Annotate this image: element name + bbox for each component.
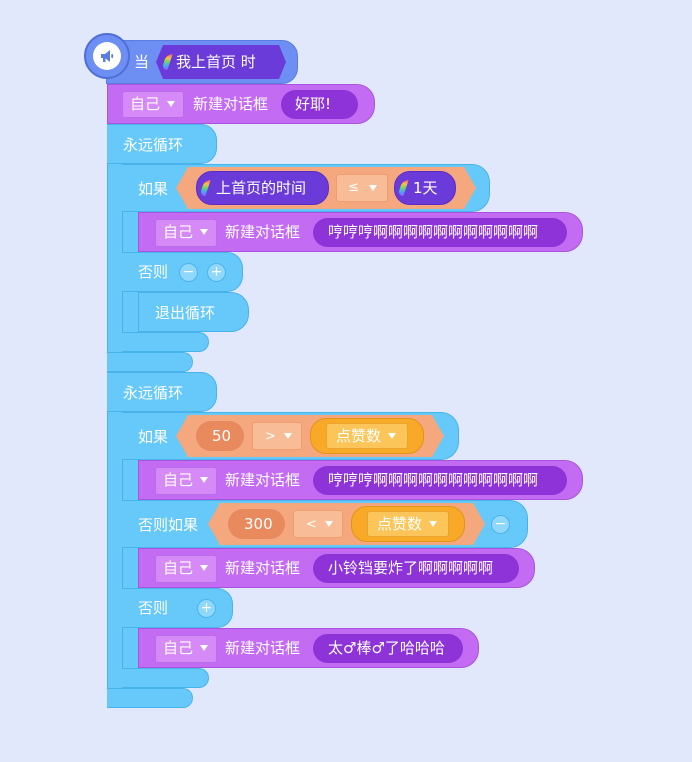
remove-branch-button[interactable]: −: [179, 263, 198, 282]
target-dropdown-label: 自己: [130, 95, 161, 113]
else-if-label: 否则如果: [138, 516, 199, 534]
chevron-down-icon: [200, 229, 208, 235]
number-input[interactable]: [228, 509, 285, 539]
break-loop-block[interactable]: [138, 292, 249, 332]
if-elseif-bottom: [122, 668, 209, 688]
forever-loop-label: 永远循环: [123, 384, 184, 402]
megaphone-icon: [101, 50, 114, 62]
else-label: 否则: [138, 599, 169, 617]
number-input[interactable]: [196, 421, 244, 451]
variable-name: 上首页的时间: [216, 179, 307, 197]
if-else-bottom: [122, 332, 209, 352]
forever-loop-block[interactable]: [107, 124, 217, 164]
variable-reporter[interactable]: [196, 171, 329, 205]
forever-loop-bottom: [107, 688, 193, 708]
forever-loop-spine: [107, 124, 124, 374]
say-text-field[interactable]: [313, 554, 519, 583]
chevron-down-icon: [429, 521, 437, 527]
chevron-down-icon: [200, 645, 208, 651]
say-text-value: 哼哼哼啊啊啊啊啊啊啊啊啊啊啊: [328, 471, 539, 489]
likes-dropdown[interactable]: [367, 511, 449, 537]
add-branch-button[interactable]: +: [197, 599, 216, 618]
chevron-down-icon: [388, 433, 396, 439]
chevron-down-icon: [369, 185, 377, 191]
target-dropdown-label: 自己: [163, 223, 194, 241]
chevron-down-icon: [200, 565, 208, 571]
add-branch-button[interactable]: +: [207, 263, 226, 282]
say-text-value: 好耶!: [295, 95, 332, 113]
chevron-down-icon: [167, 101, 175, 107]
target-dropdown-label: 自己: [163, 639, 194, 657]
operator-dropdown[interactable]: [336, 174, 388, 202]
say-action-label: 新建对话框: [225, 223, 301, 241]
chevron-down-icon: [284, 433, 292, 439]
say-text-field[interactable]: [281, 90, 358, 119]
say-action-label: 新建对话框: [193, 95, 269, 113]
say-text-value: 哼哼哼啊啊啊啊啊啊啊啊啊啊啊: [328, 223, 539, 241]
say-action-label: 新建对话框: [225, 559, 301, 577]
say-action-label: 新建对话框: [225, 639, 301, 657]
say-text-field[interactable]: [313, 634, 463, 663]
say-action-label: 新建对话框: [225, 471, 301, 489]
operator-symbol: <: [306, 517, 317, 532]
operator-symbol: >: [265, 429, 276, 444]
forever-loop-bottom: [107, 352, 193, 372]
say-text-value: 太♂棒♂了哈哈哈: [328, 639, 445, 657]
forever-loop-spine: [107, 372, 124, 708]
hat-when-label: 当: [134, 53, 150, 71]
if-label: 如果: [138, 180, 169, 198]
number-value: 50: [212, 427, 232, 445]
likes-label: 点赞数: [377, 515, 423, 533]
else-label: 否则: [138, 263, 169, 281]
target-dropdown-label: 自己: [163, 559, 194, 577]
forever-loop-label: 永远循环: [123, 136, 184, 154]
operator-symbol: ≤: [348, 180, 359, 195]
break-loop-label: 退出循环: [155, 304, 216, 322]
operator-dropdown[interactable]: [252, 422, 302, 450]
remove-branch-button[interactable]: −: [491, 515, 510, 534]
event-name-field[interactable]: [156, 45, 286, 79]
chevron-down-icon: [325, 521, 333, 527]
value-name: 1天: [413, 179, 438, 197]
likes-label: 点赞数: [336, 427, 382, 445]
say-text-field[interactable]: [313, 218, 567, 247]
number-value: 300: [244, 515, 273, 533]
say-text-field[interactable]: [313, 466, 567, 495]
if-label: 如果: [138, 428, 169, 446]
operator-dropdown[interactable]: [293, 510, 343, 538]
event-name-label: 我上首页 时: [176, 53, 256, 71]
forever-loop-block[interactable]: [107, 372, 217, 412]
target-dropdown-label: 自己: [163, 471, 194, 489]
chevron-down-icon: [200, 477, 208, 483]
say-text-value: 小铃铛要炸了啊啊啊啊啊: [328, 559, 494, 577]
